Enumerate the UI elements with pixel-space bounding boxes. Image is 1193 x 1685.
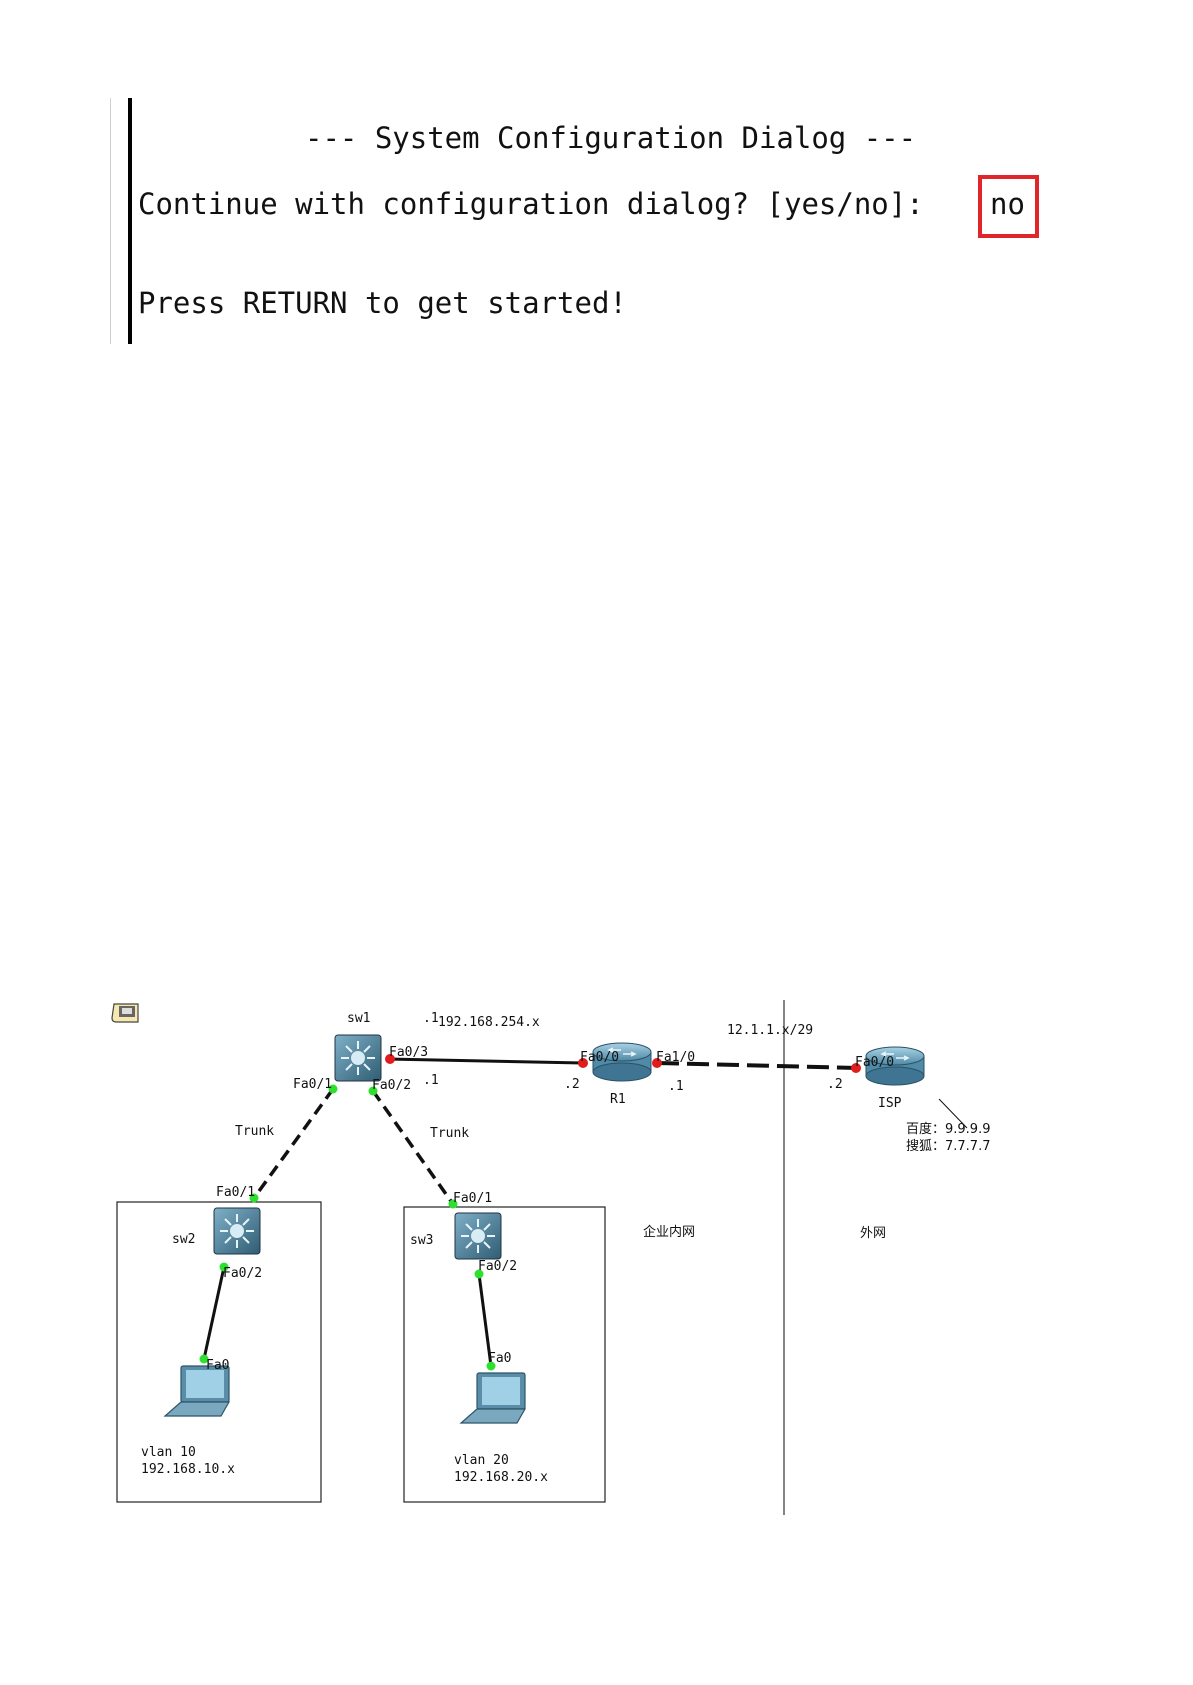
pc2-laptop-icon — [459, 1372, 527, 1424]
answer-highlight-box — [978, 175, 1039, 238]
zone-intranet-label: 企业内网 — [643, 1224, 695, 1240]
vlan20-name: vlan 20 — [454, 1453, 509, 1468]
port-dot-r1-fa00 — [578, 1058, 588, 1068]
link-r1-isp — [656, 1061, 859, 1070]
port-label-isp-fa00: Fa0/0 — [855, 1055, 894, 1070]
r1-host-label-left: .2 — [564, 1077, 580, 1092]
port-label-sw2-fa02: Fa0/2 — [223, 1266, 262, 1281]
vlan20-box — [403, 1206, 606, 1503]
port-dot-r1-fa10 — [652, 1058, 662, 1068]
isp-sohu-address: 搜狐：7.7.7.7 — [906, 1139, 990, 1154]
terminal-left-rule — [128, 98, 132, 344]
port-dot-pc1-fa0 — [199, 1354, 209, 1364]
port-label-sw3-fa01: Fa0/1 — [453, 1191, 492, 1206]
port-dot-sw3-fa01 — [448, 1199, 458, 1209]
zone-external-label: 外网 — [860, 1226, 886, 1241]
isp-baidu-address: 百度：9.9.9.9 — [906, 1121, 990, 1137]
trunk-label-left: Trunk — [235, 1124, 274, 1139]
network-topology-diagram: sw1 sw2 sw3 R1 ISP Fa0/3 Fa0/1 Fa0/2 Fa0… — [111, 1000, 990, 1515]
isp-label: ISP — [878, 1096, 902, 1111]
port-dot-pc2-fa0 — [486, 1361, 496, 1371]
pc1-laptop-icon — [163, 1365, 231, 1417]
sw1-host-label-top: .1 — [423, 1011, 439, 1026]
vlan20-network: 192.168.20.x — [454, 1470, 548, 1485]
port-label-sw1-fa03: Fa0/3 — [389, 1045, 428, 1060]
link2-network-label: 12.1.1.x/29 — [727, 1023, 813, 1038]
trunk-sw1-sw2 — [252, 1087, 335, 1200]
vlan10-box — [116, 1201, 322, 1503]
port-label-sw1-fa01: Fa0/1 — [293, 1077, 332, 1092]
sw1-host-label: .1 — [423, 1073, 439, 1088]
isp-callout-line — [938, 1098, 968, 1129]
r1-router-icon — [592, 1042, 652, 1082]
dialog-title: --- System Configuration Dialog --- — [305, 121, 917, 155]
trunk-sw1-sw3 — [371, 1089, 455, 1206]
config-answer: no — [990, 187, 1025, 221]
port-dot-sw2-fa01 — [249, 1193, 259, 1203]
port-label-sw1-fa02: Fa0/2 — [372, 1078, 411, 1093]
port-dot-sw2-fa02 — [219, 1262, 229, 1272]
link-sw1-r1 — [386, 1057, 584, 1065]
press-return-line: Press RETURN to get started! — [138, 286, 627, 320]
port-dot-sw1-fa01 — [328, 1084, 338, 1094]
sw2-label: sw2 — [172, 1232, 195, 1247]
terminal-left-rule-thin — [110, 98, 111, 344]
r1-host-label-right: .1 — [668, 1079, 684, 1094]
r1-label: R1 — [610, 1092, 626, 1107]
port-label-r1-fa00: Fa0/0 — [580, 1050, 619, 1065]
port-dot-sw3-fa02 — [474, 1269, 484, 1279]
port-dot-sw1-fa02 — [368, 1086, 378, 1096]
sw3-label: sw3 — [410, 1233, 433, 1248]
port-label-sw3-fa02: Fa0/2 — [478, 1259, 517, 1274]
port-dot-isp-fa00 — [851, 1063, 861, 1073]
port-dot-sw1-fa03 — [385, 1054, 395, 1064]
sw2-switch-icon — [213, 1207, 261, 1255]
vlan10-name: vlan 10 — [141, 1445, 196, 1460]
port-label-pc2-fa0: Fa0 — [488, 1351, 511, 1366]
port-label-pc1-fa0: Fa0 — [206, 1358, 229, 1373]
isp-host-label: .2 — [827, 1077, 843, 1092]
port-label-sw2-fa01: Fa0/1 — [216, 1185, 255, 1200]
sw1-label: sw1 — [347, 1011, 370, 1026]
config-prompt: Continue with configuration dialog? [yes… — [138, 187, 924, 221]
note-icon — [111, 1003, 139, 1023]
sw1-switch-icon — [334, 1034, 382, 1082]
link1-network-label: 192.168.254.x — [438, 1015, 540, 1030]
vlan10-network: 192.168.10.x — [141, 1462, 235, 1477]
link-sw2-pc1 — [202, 1266, 226, 1360]
port-label-r1-fa10: Fa1/0 — [656, 1050, 695, 1065]
link-sw3-pc2 — [477, 1273, 493, 1367]
isp-router-icon — [865, 1046, 925, 1086]
sw3-switch-icon — [454, 1212, 502, 1260]
trunk-label-right: Trunk — [430, 1126, 469, 1141]
